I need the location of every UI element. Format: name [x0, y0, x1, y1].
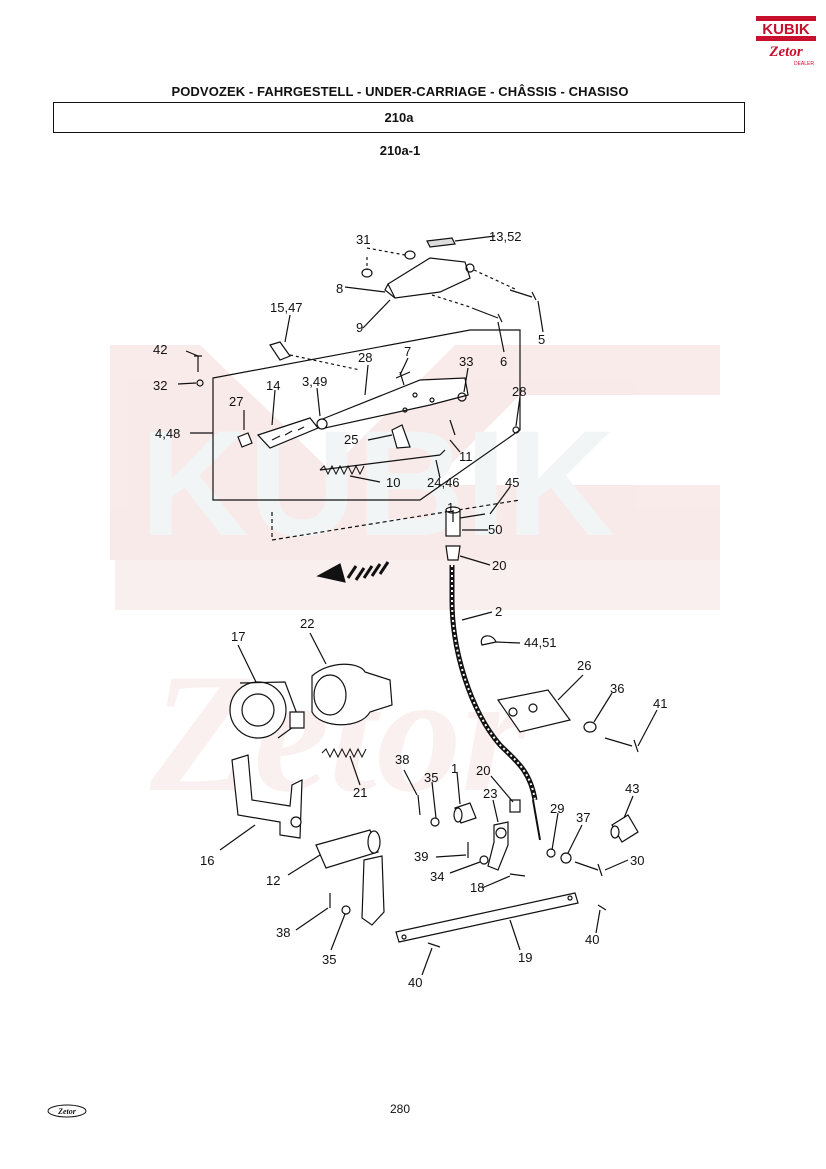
callout-36: 36 [610, 681, 624, 696]
callout-14: 14 [266, 378, 280, 393]
callout-10: 10 [386, 475, 400, 490]
callout-29: 29 [550, 801, 564, 816]
callout-40-right: 40 [585, 932, 599, 947]
callout-38-top: 38 [395, 752, 409, 767]
subsection-code: 210a-1 [379, 143, 421, 158]
callout-1-top: 1 [447, 500, 454, 515]
callout-32: 32 [153, 378, 167, 393]
page-number: 280 [389, 1102, 411, 1116]
callout-37: 37 [576, 810, 590, 825]
callout-3-49: 3,49 [302, 374, 327, 389]
callout-42: 42 [153, 342, 167, 357]
callout-33: 33 [459, 354, 473, 369]
callout-18: 18 [470, 880, 484, 895]
callout-22: 22 [300, 616, 314, 631]
section-code: 210a [384, 110, 414, 125]
callout-23: 23 [483, 786, 497, 801]
callout-25: 25 [344, 432, 358, 447]
callout-20-bottom: 20 [476, 763, 490, 778]
section-box: 210a [53, 102, 745, 133]
callout-1-bottom: 1 [451, 761, 458, 776]
callout-2: 2 [495, 604, 502, 619]
zetor-footer-logo: Zetor [47, 1104, 87, 1118]
svg-text:Zetor: Zetor [768, 44, 802, 60]
callout-35-bottom: 35 [322, 952, 336, 967]
callout-16: 16 [200, 853, 214, 868]
watermark-text: KUBIK [140, 399, 615, 567]
callout-39: 39 [414, 849, 428, 864]
svg-text:DEALER: DEALER [794, 61, 814, 67]
callout-44-51: 44,51 [524, 635, 557, 650]
callout-34: 34 [430, 869, 444, 884]
svg-text:KUBIK: KUBIK [762, 21, 810, 38]
callout-24-46: 24,46 [427, 475, 460, 490]
callout-28-top: 28 [358, 350, 372, 365]
callout-17: 17 [231, 629, 245, 644]
callout-19: 19 [518, 950, 532, 965]
callout-41: 41 [653, 696, 667, 711]
svg-text:Zetor: Zetor [57, 1107, 77, 1116]
callout-50: 50 [488, 522, 502, 537]
callout-12: 12 [266, 873, 280, 888]
callout-13-52: 13,52 [489, 229, 522, 244]
callout-8: 8 [336, 281, 343, 296]
callout-5: 5 [538, 332, 545, 347]
callout-45: 45 [505, 475, 519, 490]
callout-30: 30 [630, 853, 644, 868]
callout-26: 26 [577, 658, 591, 673]
callout-38-bottom: 38 [276, 925, 290, 940]
callout-6: 6 [500, 354, 507, 369]
callout-27: 27 [229, 394, 243, 409]
callout-21: 21 [353, 785, 367, 800]
callout-43: 43 [625, 781, 639, 796]
page-title: PODVOZEK - FAHRGESTELL - UNDER-CARRIAGE … [171, 84, 629, 99]
callout-11: 11 [459, 449, 473, 464]
callout-28-right: 28 [512, 384, 526, 399]
watermark: KUBIK Zetor [110, 345, 720, 827]
callout-9: 9 [356, 320, 363, 335]
callout-31: 31 [356, 232, 370, 247]
kubik-zetor-logo: KUBIK Zetor DEALER [756, 16, 816, 67]
callout-35-top: 35 [424, 770, 438, 785]
callout-20-top: 20 [492, 558, 506, 573]
callout-7: 7 [404, 344, 411, 359]
callout-40-bottom: 40 [408, 975, 422, 990]
callout-15-47: 15,47 [270, 300, 303, 315]
callout-4-48: 4,48 [155, 426, 180, 441]
